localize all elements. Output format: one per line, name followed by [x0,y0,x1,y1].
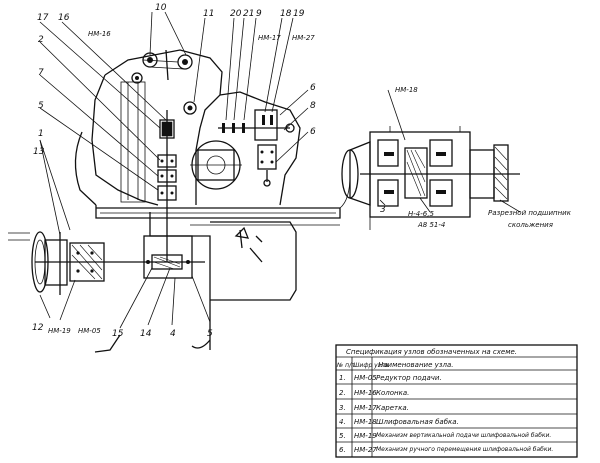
callout-13: 13 [33,147,45,157]
code-nm05: НМ-05 [78,327,101,335]
callout-6b: 6 [310,127,316,137]
callout-labels: 17 16 10 11 20 21 9 18 19 2 7 5 1 13 6 8… [32,3,386,339]
code-nm16: НМ-16 [88,30,111,38]
grinding-wheel [190,140,242,190]
callout-10: 10 [155,3,167,13]
spec-table: Спецификация узлов обозначенных на схеме… [335,344,578,458]
callout-1: 1 [38,129,44,139]
belt-pulleys [131,52,197,115]
callout-5: 5 [38,101,44,111]
callout-14: 14 [140,329,152,339]
row-5-num: 5. [339,432,346,440]
row-3-name: Каретка. [376,404,409,412]
row-6-num: 6. [339,446,346,454]
row-2-name: Колонка. [376,389,409,397]
callout-5b: 5 [207,329,213,339]
vertical-gear-train [157,110,177,210]
abbrev-label: А8 51-4 [417,221,445,229]
row-4-name: Шлифовальная бабка. [376,418,459,426]
callout-17: 17 [37,13,49,23]
row-5-name: Механизм вертикальной подачи шлифовально… [376,432,551,439]
row-4-num: 4. [339,418,346,426]
callout-19: 19 [293,9,305,19]
callout-21: 21 [243,9,254,19]
unit-codes: НМ-16 НМ-17 НМ-27 НМ-18 НМ-19 НМ-05 [48,30,418,335]
leader-lines [39,11,521,329]
header-name: Наименование узла. [378,361,453,369]
row-2-code: НМ-16 [354,389,377,397]
callout-7: 7 [38,68,44,78]
callout-20: 20 [230,9,242,19]
row-1-code: НМ-05 [354,374,377,382]
spec-table-title: Спецификация узлов обозначенных на схеме… [346,348,517,356]
callout-6a: 6 [310,83,316,93]
code-nm17: НМ-17 [258,34,281,42]
row-2-num: 2. [339,389,346,397]
row-5-code: НМ-19 [354,432,377,440]
spindle-code: Н-4-6,5 [408,210,434,218]
code-nm18: НМ-18 [395,86,418,94]
code-nm19: НМ-19 [48,327,71,335]
callout-11: 11 [203,9,214,19]
row-1-num: 1. [339,374,346,382]
carriage-mechanism [218,109,295,187]
callout-9: 9 [256,9,262,19]
callout-4: 4 [170,329,176,339]
machine-body [74,49,351,353]
row-4-code: НМ-18 [354,418,377,426]
callout-18: 18 [280,9,292,19]
spindle-assembly [341,126,520,230]
callout-16: 16 [58,13,70,23]
header-num: № п/п [336,362,355,369]
feed-gearbox [143,210,193,279]
row-6-code: НМ-27 [354,446,377,454]
callout-8: 8 [310,101,316,111]
callout-3: 3 [380,205,386,215]
callout-2: 2 [38,35,44,45]
callout-15: 15 [112,329,124,339]
control-levers [234,226,263,263]
row-1-name: Редуктор подачи. [376,374,442,382]
header-code: Шифр узла [353,362,389,369]
code-nm27: НМ-27 [292,34,315,42]
spindle-annotations: Н-4-6,5 А8 51-4 Разрезной подшипник скол… [408,209,572,229]
row-3-code: НМ-17 [354,404,377,412]
bearing-label-2: скольжения [508,221,553,229]
row-3-num: 3. [339,404,346,412]
bearing-label-1: Разрезной подшипник [488,209,572,217]
callout-12: 12 [32,323,44,333]
row-6-name: Механизм ручного перемещения шлифовально… [376,446,553,453]
handwheel [8,231,205,319]
